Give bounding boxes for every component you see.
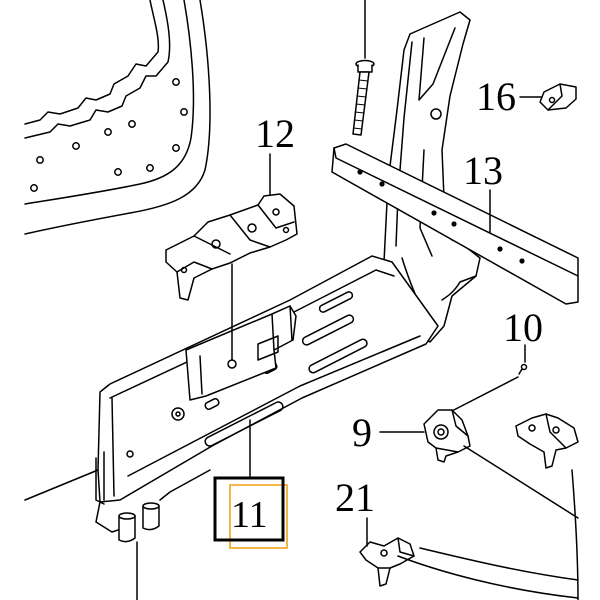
right-bracket-hole: [552, 426, 560, 434]
top-bolt: [352, 0, 375, 136]
leader-lines: [24, 96, 543, 600]
right-bracket-fold: [545, 413, 567, 449]
cross-member-hole: [379, 181, 385, 187]
bracket-16-fold: [547, 83, 563, 111]
cross-member-hole: [431, 210, 437, 216]
panel-arch-outer: [24, 0, 211, 235]
cross-member-hole: [357, 169, 363, 175]
pin-shaft: [518, 368, 523, 375]
side-member-stud: [118, 512, 136, 543]
pin-head: [520, 363, 528, 371]
side-member-front-tab: [95, 451, 105, 505]
side-member-slot: [204, 401, 284, 447]
callout-label-21[interactable]: 21: [335, 475, 375, 520]
bolt-shank: [352, 71, 370, 136]
side-member-hole-center: [175, 411, 181, 417]
cross-member-hole: [497, 246, 503, 252]
floor-edge-line: [397, 555, 579, 599]
bracket-12-hole: [211, 239, 221, 249]
bracket-9-hole-inner: [437, 428, 445, 436]
bolt-head: [357, 64, 373, 73]
leader-line-left: [24, 469, 99, 501]
panel-hole: [128, 120, 136, 128]
side-member-small-slot: [204, 397, 220, 411]
right-bracket-hole: [528, 424, 536, 432]
parts-line-art: [24, 0, 579, 600]
callout-label-13[interactable]: 13: [463, 148, 503, 193]
panel-hole: [36, 156, 44, 164]
right-bracket-body: [515, 413, 579, 469]
callout-label-12[interactable]: 12: [255, 111, 295, 156]
pillar-rib: [441, 275, 477, 301]
bracket-21-folds: [377, 537, 415, 569]
panel-hole: [180, 108, 188, 116]
rail-mount-body: [185, 305, 297, 401]
panel-hole: [30, 184, 38, 192]
panel-scalloped-edge: [24, 0, 160, 125]
wheel-arch-panel: [24, 0, 211, 235]
pillar-hole: [430, 108, 442, 120]
part-10-pin: [445, 363, 528, 415]
bracket-9-assembly-line: [463, 445, 579, 519]
callout-11-highlight-shadow: [229, 484, 288, 549]
callout-11-highlight-box[interactable]: [213, 476, 285, 542]
part-21-bracket: [359, 537, 415, 587]
pillar-edge-line: [395, 41, 413, 247]
panel-flange-edge: [24, 0, 171, 139]
bracket-16-hole: [548, 96, 556, 104]
panel-hole: [114, 168, 122, 176]
rail-mount-square-hole: [257, 335, 279, 361]
part-9-bracket: [423, 409, 579, 519]
bracket-12-body: [165, 193, 298, 301]
panel-hole: [172, 144, 180, 152]
callout-label-16[interactable]: 16: [476, 74, 516, 119]
bracket-12-hole: [272, 208, 280, 216]
side-member-slot: [301, 314, 355, 346]
side-member-slot: [308, 338, 368, 374]
side-member-bottom-lip: [95, 469, 211, 533]
callout-label-9[interactable]: 9: [352, 410, 372, 455]
right-side-bracket: [515, 413, 579, 469]
cross-member-hole: [451, 221, 457, 227]
bracket-21-hole: [380, 549, 388, 557]
side-member-hole: [171, 407, 185, 421]
panel-hole: [146, 164, 154, 172]
bracket-12-hole: [247, 223, 257, 233]
floor-panel-edges: [397, 469, 579, 600]
bracket-12-hole: [180, 266, 188, 274]
panel-arch-inner: [24, 0, 195, 205]
callout-label-10[interactable]: 10: [503, 305, 543, 350]
bracket-9-hole: [433, 424, 449, 440]
panel-hole: [72, 142, 80, 150]
part-12-bracket: [165, 193, 298, 361]
part-16-bracket: [539, 83, 577, 111]
floor-edge-line: [419, 547, 579, 581]
bracket-12-hole: [282, 226, 290, 234]
panel-hole: [172, 78, 180, 86]
bracket-9-folds: [435, 409, 469, 453]
side-member-slot: [318, 291, 354, 313]
pillar-groove: [419, 149, 433, 257]
callout-label-11[interactable]: 11: [231, 494, 268, 536]
part-13-cross-member: [331, 143, 579, 305]
pillar-recess: [418, 27, 456, 101]
side-member-lower-crease: [127, 335, 421, 477]
cross-member-crease: [333, 147, 579, 277]
floor-side-edge: [571, 469, 579, 600]
cross-member-hole: [519, 258, 525, 264]
rail-mount-edges: [199, 305, 293, 395]
bolt-threads: [353, 79, 369, 130]
bracket-16-body: [539, 83, 577, 111]
pin-to-bracket-9-line: [445, 376, 519, 415]
panel-hole: [104, 128, 112, 136]
side-member-small-hole: [126, 450, 134, 458]
side-member-front-edge: [111, 397, 115, 497]
side-member-stud: [142, 502, 160, 531]
